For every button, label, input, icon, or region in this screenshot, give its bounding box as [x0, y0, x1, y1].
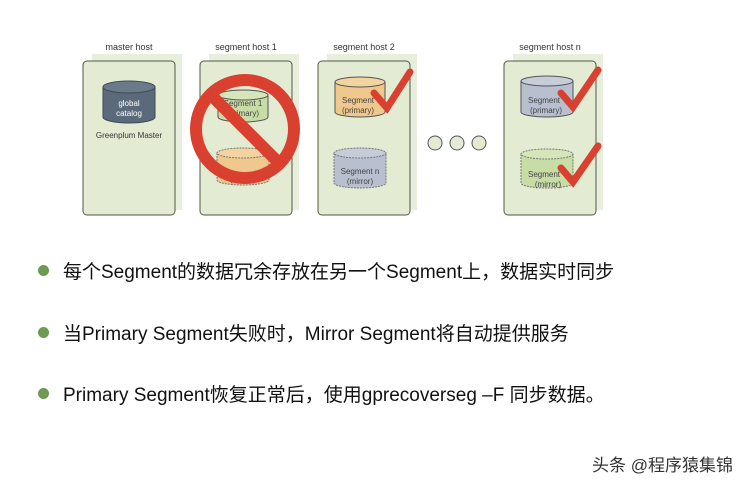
db-label: catalog	[116, 109, 142, 118]
bullet-dot	[38, 388, 49, 399]
segment-label: (mirror)	[535, 180, 562, 189]
segment-label: (primary)	[227, 109, 259, 118]
host-label: segment host 2	[333, 42, 395, 52]
segment-label: (primary)	[342, 106, 374, 115]
host-label: segment host 1	[215, 42, 277, 52]
ellipsis-dot	[471, 135, 487, 151]
master-caption: Greenplum Master	[96, 131, 163, 140]
bullet-text: 当Primary Segment失败时，Mirror Segment将自动提供服…	[63, 324, 569, 345]
bullet-item: Primary Segment恢复正常后，使用gprecoverseg –F 同…	[38, 380, 605, 407]
segment-label: (primary)	[530, 106, 562, 115]
ellipsis-dot	[449, 135, 465, 151]
bullet-text: 每个Segment的数据冗余存放在另一个Segment上，数据实时同步	[63, 262, 615, 283]
mirror-segment-database-icon	[520, 148, 574, 189]
segment-label: Segment 1	[224, 99, 263, 108]
greenplum-mirror-diagram: master host segment host 1 segment host …	[82, 42, 603, 216]
segment-label: Segment	[528, 96, 561, 105]
bullet-text: Primary Segment恢复正常后，使用gprecoverseg –F 同…	[63, 385, 605, 406]
ellipsis-dot	[427, 135, 443, 151]
host-label: master host	[105, 42, 153, 52]
db-label: global	[118, 99, 140, 108]
segment-label: (mirror)	[347, 177, 374, 186]
prohibited-icon	[190, 74, 300, 184]
checkmark-icon	[557, 142, 602, 188]
bullet-dot	[38, 327, 49, 338]
segment-label: Segment n	[341, 167, 380, 176]
bullet-item: 每个Segment的数据冗余存放在另一个Segment上，数据实时同步	[38, 257, 614, 284]
watermark: 头条 @程序猿集锦	[592, 456, 733, 475]
segment-label: Segment	[342, 96, 375, 105]
bullet-dot	[38, 265, 49, 276]
bullet-item: 当Primary Segment失败时，Mirror Segment将自动提供服…	[38, 319, 569, 346]
segment-label: Segment	[528, 170, 561, 179]
checkmark-icon	[557, 66, 602, 113]
checkmark-icon	[370, 68, 414, 114]
mirror-segment-database-icon	[333, 147, 387, 189]
global-catalog-database-icon	[102, 80, 156, 124]
host-label: segment host n	[519, 42, 581, 52]
